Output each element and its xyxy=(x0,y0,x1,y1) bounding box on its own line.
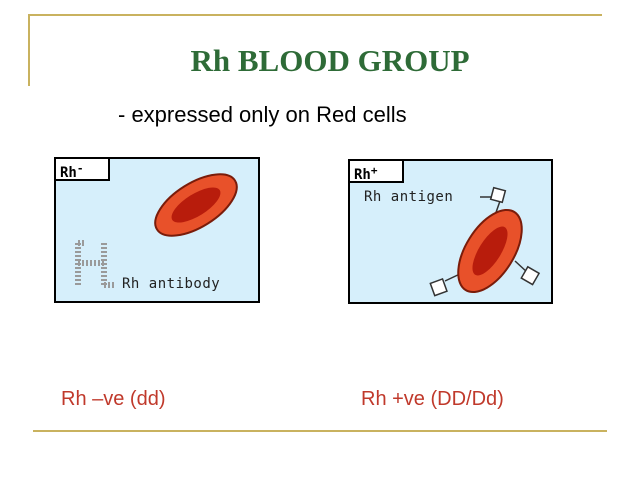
red-cell-icon xyxy=(457,208,523,294)
rh-positive-panel: Rh+ Rh antigen xyxy=(348,159,553,304)
rh-antibody-label: Rh antibody xyxy=(122,276,221,292)
frame-left-line xyxy=(28,14,30,86)
slide-subtitle: - expressed only on Red cells xyxy=(118,102,407,127)
rh-negative-panel: Rh- Rh antibody xyxy=(54,157,260,303)
slide-title: Rh BLOOD GROUP xyxy=(190,43,470,78)
red-cell-icon xyxy=(154,173,238,237)
rh-antigen-label: Rh antigen xyxy=(364,189,454,205)
frame-bottom-line xyxy=(33,430,607,432)
rh-positive-caption: Rh +ve (DD/Dd) xyxy=(361,388,504,410)
rh-negative-caption: Rh –ve (dd) xyxy=(61,388,166,410)
frame-top-line xyxy=(28,14,602,16)
rh-positive-illustration xyxy=(429,186,541,297)
rh-negative-tag: Rh- xyxy=(56,159,110,181)
antigen-square-icons xyxy=(429,186,541,297)
rh-positive-tag: Rh+ xyxy=(350,161,404,183)
antibody-icon xyxy=(75,240,114,288)
rh-negative-illustration xyxy=(75,173,238,288)
